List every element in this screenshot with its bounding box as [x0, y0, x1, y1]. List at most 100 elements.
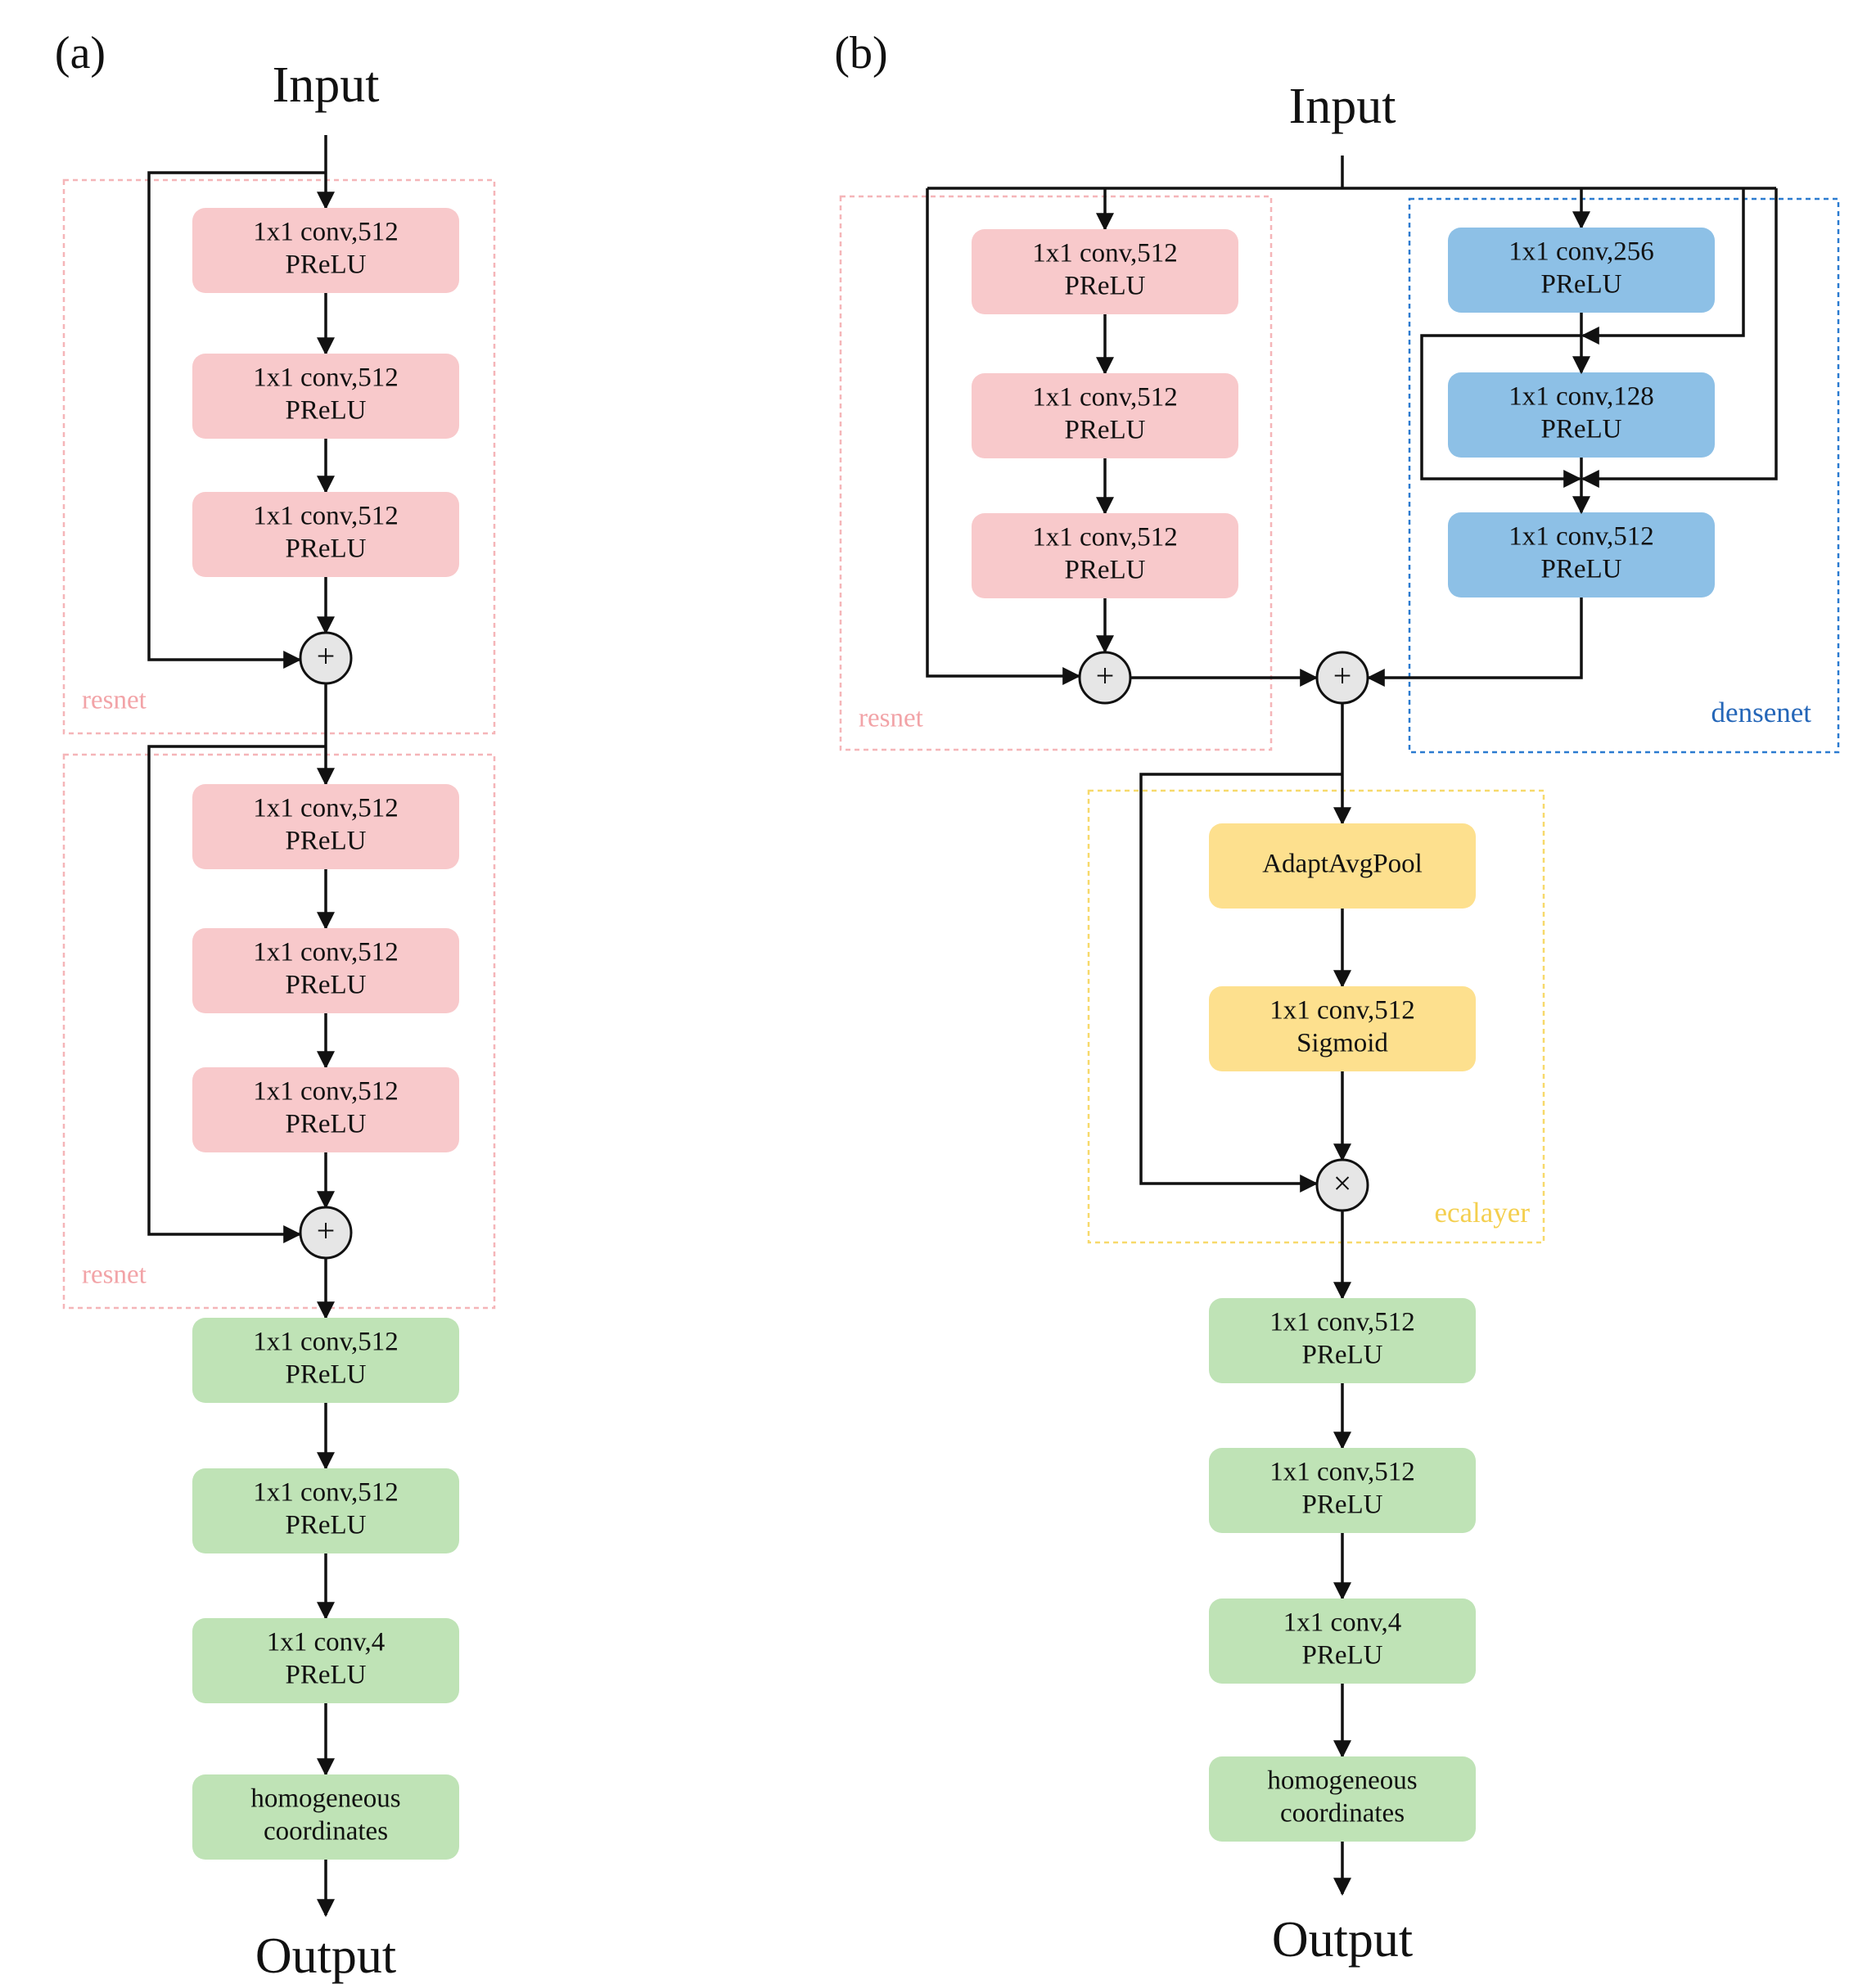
panel-b-dense-skip-2 [1581, 188, 1778, 488]
layer-block-label: 1x1 conv,512 [1508, 522, 1654, 552]
layer-block-label: 1x1 conv,512 [253, 1328, 399, 1357]
layer-block-label: PReLU [1541, 270, 1622, 300]
layer-block-shape [192, 1318, 459, 1403]
layer-block-shape [1448, 512, 1715, 597]
layer-block-shape [972, 229, 1238, 314]
panel-a-add-node-1: + [299, 631, 353, 685]
panel-b-resnet-add-node-symbol: + [1096, 657, 1115, 694]
layer-block-label: PReLU [286, 250, 367, 280]
layer-block-label: PReLU [1065, 416, 1146, 445]
layer-block-shape [192, 354, 459, 439]
panel-b-densenet-output [1366, 597, 1583, 687]
layer-block-label: PReLU [286, 534, 367, 564]
panel-a-resnet-label-1: resnet [82, 686, 147, 715]
panel-b-densenet-box [1408, 197, 1840, 754]
layer-block-label: AdaptAvgPool [1262, 850, 1423, 879]
panel-b-resnet-box [839, 195, 1273, 751]
panel-b-resnet-label: resnet [859, 704, 923, 733]
layer-block-shape [192, 1618, 459, 1703]
layer-block-label: PReLU [1302, 1641, 1383, 1671]
layer-block-label: 1x1 conv,512 [253, 1478, 399, 1508]
layer-block-shape [1209, 986, 1476, 1071]
layer-block-label: 1x1 conv,512 [1269, 996, 1415, 1026]
panel-b-output-label: Output [1272, 1912, 1413, 1968]
layer-block-shape [1209, 1448, 1476, 1533]
layer-block-label: 1x1 conv,512 [253, 938, 399, 967]
layer-block-label: PReLU [1302, 1490, 1383, 1520]
layer-block-label: 1x1 conv,4 [1283, 1608, 1402, 1638]
panel-b-densenet-label: densenet [1711, 697, 1812, 728]
panel-a-skip-connection-1 [147, 171, 326, 669]
panel-a-output-label: Output [255, 1928, 396, 1984]
layer-block-shape [192, 1774, 459, 1860]
layer-block-shape [972, 513, 1238, 598]
layer-block-label: 1x1 conv,512 [253, 363, 399, 393]
layer-block-label: 1x1 conv,128 [1508, 382, 1654, 412]
layer-block-label: 1x1 conv,512 [1032, 523, 1178, 552]
panel-a-add-node-2-symbol: + [317, 1212, 336, 1249]
panel-b-merge-add-node-symbol: + [1333, 657, 1352, 694]
panel-a-add-node-2: + [299, 1206, 353, 1260]
panel-a-add-node-1-symbol: + [317, 638, 336, 674]
layer-block-label: 1x1 conv,512 [1269, 1308, 1415, 1337]
layer-block-label: coordinates [1280, 1799, 1405, 1828]
layer-block-label: PReLU [286, 1110, 367, 1139]
layer-block-label: 1x1 conv,512 [1269, 1458, 1415, 1487]
panel-a-resnet-box-1 [62, 178, 496, 735]
panel-b-ecalayer-box [1087, 789, 1545, 1244]
panel-a-skip-connection-2 [147, 745, 326, 1243]
layer-block-label: 1x1 conv,256 [1508, 237, 1654, 267]
panel-a-tag: (a) [55, 28, 106, 79]
layer-block-label: 1x1 conv,4 [267, 1628, 386, 1657]
panel-b-head-block: homogeneous coordinates [1209, 1756, 1476, 1842]
layer-block-label: PReLU [1065, 272, 1146, 301]
layer-block-label: 1x1 conv,512 [253, 218, 399, 247]
layer-block-label: PReLU [286, 971, 367, 1000]
layer-block-label: coordinates [264, 1817, 388, 1846]
layer-block-label: PReLU [1541, 415, 1622, 444]
layer-block-shape [192, 1067, 459, 1152]
panel-b-tag: (b) [834, 28, 887, 79]
layer-block-shape [192, 1468, 459, 1553]
layer-block-label: PReLU [286, 1511, 367, 1540]
layer-block-shape [1209, 1598, 1476, 1684]
layer-block-label: 1x1 conv,512 [1032, 239, 1178, 268]
layer-block-label: PReLU [1541, 555, 1622, 584]
layer-block-label: 1x1 conv,512 [253, 1077, 399, 1107]
panel-b-mul-node: × [1315, 1158, 1369, 1212]
layer-block-label: PReLU [286, 396, 367, 426]
layer-block-label: PReLU [286, 1661, 367, 1690]
layer-block-label: 1x1 conv,512 [1032, 383, 1178, 413]
layer-block-label: PReLU [1302, 1341, 1383, 1370]
panel-b-merge-add-node: + [1315, 651, 1369, 705]
panel-b-resnet-add-node: + [1078, 651, 1132, 705]
layer-block-shape [1448, 228, 1715, 313]
layer-block-label: homogeneous [1267, 1766, 1417, 1796]
panel-a-input-label: Input [273, 57, 380, 113]
layer-block-shape [192, 208, 459, 293]
panel-b-dense-skip-3 [1420, 334, 1582, 488]
panel-b-input-label: Input [1289, 79, 1396, 134]
panel-b-mul-node-symbol: × [1333, 1165, 1352, 1202]
layer-block-shape [1209, 823, 1476, 909]
layer-block-label: 1x1 conv,512 [253, 502, 399, 531]
layer-block-label: PReLU [286, 827, 367, 856]
layer-block-label: Sigmoid [1297, 1029, 1388, 1058]
